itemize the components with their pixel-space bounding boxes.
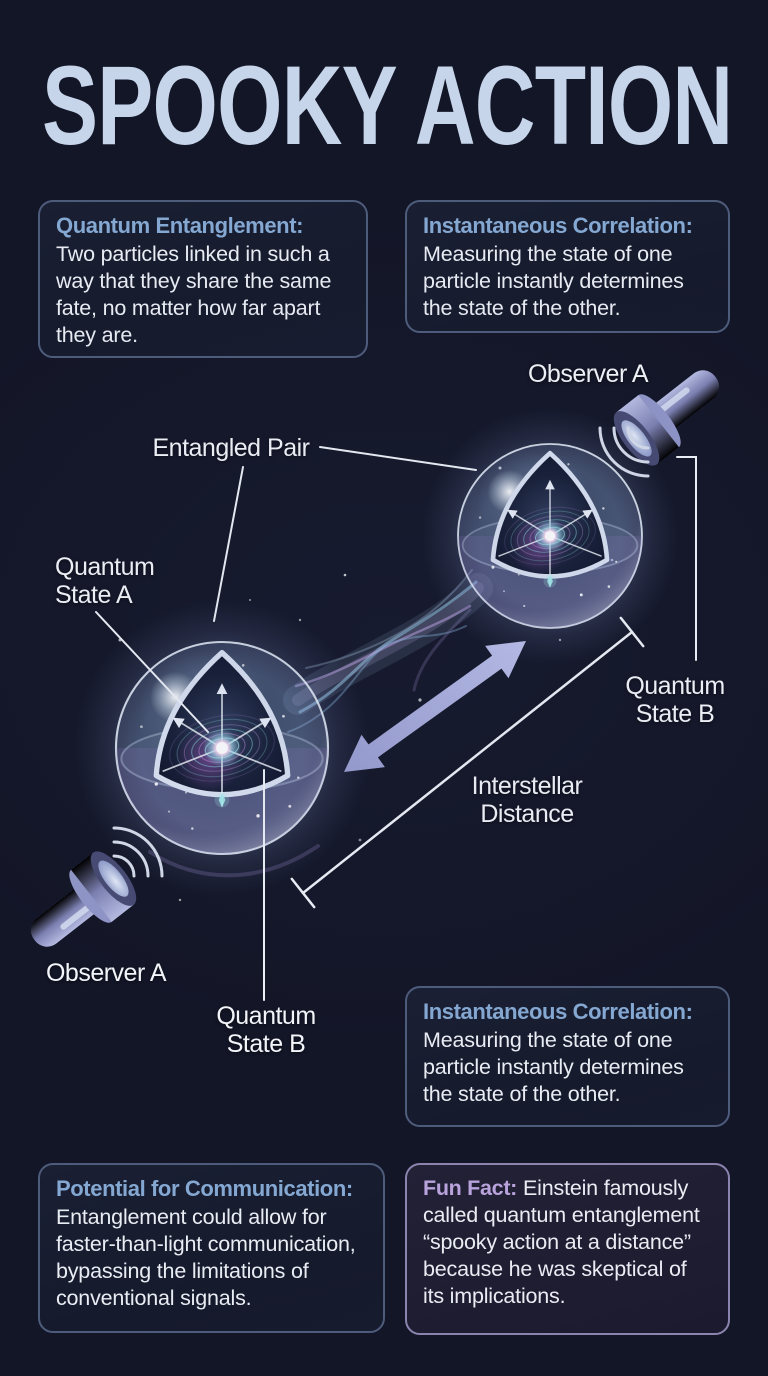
observer-device-bottom-icon xyxy=(14,844,145,967)
label-quantum-state-b-bottom: Quantum State B xyxy=(216,1002,316,1058)
box-body: Entanglement could allow for faster-than… xyxy=(56,1205,356,1310)
info-box-fun-fact: Fun Fact:Einstein famously called quantu… xyxy=(405,1163,730,1335)
label-quantum-state-b-right: Quantum State B xyxy=(625,672,725,728)
signal-waves-bottom-icon xyxy=(112,826,164,878)
label-interstellar-distance: Interstellar Distance xyxy=(471,772,583,828)
label-quantum-state-a: Quantum State A xyxy=(55,553,155,609)
box-heading: Instantaneous Correlation: xyxy=(423,213,693,238)
info-box-instantaneous-correlation-top: Instantaneous Correlation: Measuring the… xyxy=(405,200,730,333)
box-body: Measuring the state of one particle inst… xyxy=(423,1028,684,1106)
distance-double-arrow-icon xyxy=(344,641,526,772)
label-observer-a-bottom: Observer A xyxy=(45,959,167,987)
box-heading: Fun Fact: xyxy=(423,1176,518,1200)
quantum-state-b-bracket xyxy=(676,456,697,661)
box-heading: Quantum Entanglement: xyxy=(56,213,304,238)
info-box-potential-for-communication: Potential for Communication: Entanglemen… xyxy=(38,1163,385,1333)
callout-lines xyxy=(95,446,697,1001)
label-entangled-pair: Entangled Pair xyxy=(152,434,310,462)
quantum-state-a-leader xyxy=(95,611,209,733)
info-box-instantaneous-correlation-bottom: Instantaneous Correlation: Measuring the… xyxy=(405,986,730,1127)
page-title: SPOOKY ACTION xyxy=(42,43,733,168)
box-heading: Instantaneous Correlation: xyxy=(423,999,693,1024)
box-heading: Potential for Communication: xyxy=(56,1176,353,1201)
entangled-pair-leader-right xyxy=(319,446,477,471)
box-body: Measuring the state of one particle inst… xyxy=(423,242,684,320)
entangled-particle-a xyxy=(74,600,371,897)
entangled-pair-leader-left xyxy=(213,466,244,622)
signal-waves-top-icon xyxy=(598,426,650,478)
label-observer-a-top: Observer A xyxy=(527,360,649,388)
dimension-line xyxy=(290,616,645,909)
fun-fact-text: Einstein famously called quantum entangl… xyxy=(423,1176,700,1308)
box-body: Fun Fact:Einstein famously called quantu… xyxy=(423,1175,712,1310)
box-body: Two particles linked in such a way that … xyxy=(56,242,332,347)
info-box-quantum-entanglement: Quantum Entanglement: Two particles link… xyxy=(38,200,368,358)
